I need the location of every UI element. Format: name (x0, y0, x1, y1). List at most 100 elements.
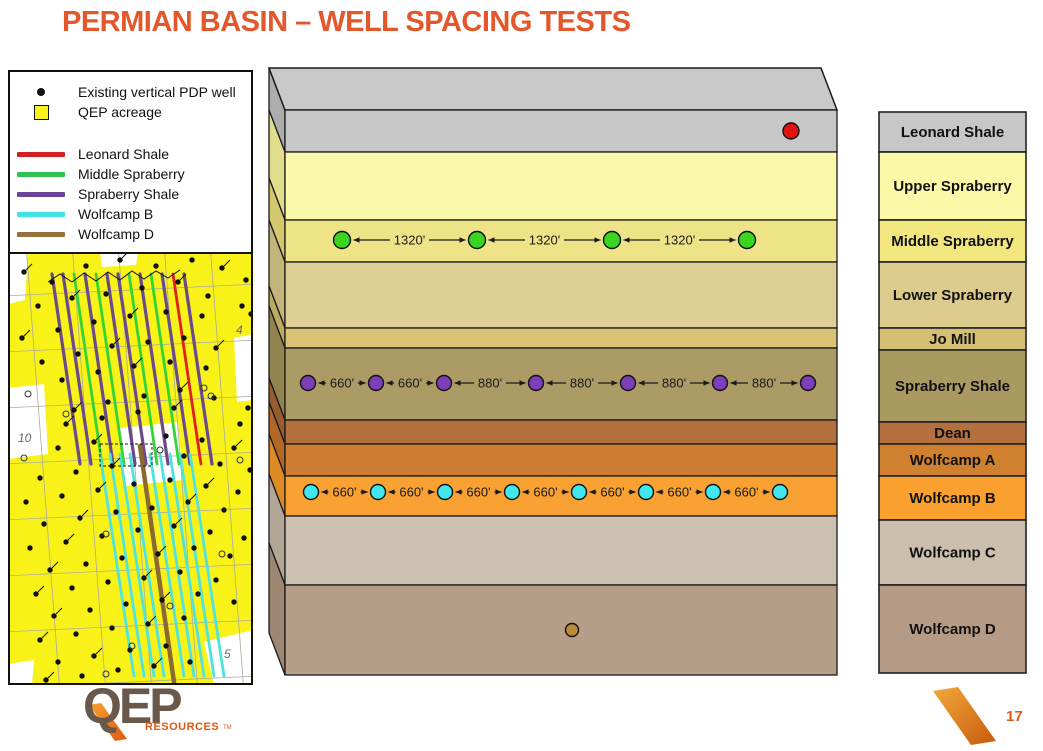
well-dot-wolfcamp-d (564, 622, 580, 638)
column-layer-upper-spraberry (878, 151, 1027, 221)
vertical-pdp-well-dot (167, 477, 173, 483)
well-tick (67, 533, 75, 541)
vertical-pdp-well-dot (155, 551, 161, 557)
spacing-label: 880' (662, 376, 686, 391)
vertical-pdp-well-dot (149, 505, 155, 511)
page-number: 17 (1006, 708, 1023, 725)
spacing-arrowhead (318, 380, 325, 386)
legend-panel: Existing vertical PDP well QEP acreage L… (8, 70, 253, 254)
vertical-pdp-well-dot (187, 659, 193, 665)
spacing-arrowhead (495, 489, 502, 495)
slide-title: PERMIAN BASIN – WELL SPACING TESTS (62, 6, 631, 38)
open-well-symbol (20, 454, 28, 462)
vertical-pdp-well-dot (55, 445, 61, 451)
vertical-pdp-well-dot (151, 663, 157, 669)
vertical-pdp-well-dot (95, 369, 101, 375)
block-layer-wolfcamp-d (284, 584, 838, 676)
column-label-middle-spraberry: Middle Spraberry (891, 233, 1014, 250)
spacing-arrowhead (611, 380, 618, 386)
vertical-pdp-well-dot (239, 303, 245, 309)
open-well-symbol (156, 446, 164, 454)
block-layer-leonard-shale (284, 109, 838, 153)
vertical-pdp-well-dot (59, 493, 65, 499)
well-tick (75, 401, 83, 409)
vertical-pdp-well-dot (69, 585, 75, 591)
column-label-upper-spraberry: Upper Spraberry (893, 178, 1012, 195)
vertical-pdp-well-dot (63, 539, 69, 545)
section-number: 4 (236, 323, 243, 337)
parcel-line (57, 675, 253, 685)
spacing-arrowhead (730, 380, 737, 386)
vertical-pdp-well-dot (141, 393, 147, 399)
vertical-pdp-well-dot (91, 439, 97, 445)
spacing-arrowhead (623, 237, 630, 243)
horizontal-well-lateral-green (127, 272, 159, 466)
legend-label: Existing vertical PDP well (78, 84, 236, 100)
open-well-symbol (200, 384, 208, 392)
parcel-line (8, 339, 253, 353)
vertical-pdp-well-dot (227, 553, 233, 559)
vertical-pdp-well-dot (211, 395, 217, 401)
spraberry-shale-color-bar (17, 191, 65, 197)
vertical-pdp-well-dot (135, 527, 141, 533)
horizontal-well-lateral-purple (182, 272, 214, 466)
horizontal-well-lateral-purple (61, 272, 93, 466)
spacing-arrowhead (522, 489, 529, 495)
spacing-arrowhead (546, 380, 553, 386)
well-dot-spraberry-shale (527, 374, 545, 392)
legend-label: QEP acreage (78, 104, 162, 120)
vertical-pdp-well-dot (221, 507, 227, 513)
spacing-arrowhead (723, 489, 730, 495)
section-number: 10 (18, 431, 32, 445)
non-acreage-parcel (8, 660, 34, 685)
well-dot-middle-spraberry (602, 230, 622, 250)
vertical-pdp-well-dot (167, 359, 173, 365)
vertical-pdp-well-dot (35, 303, 41, 309)
column-label-wolfcamp-d: Wolfcamp D (909, 621, 996, 638)
spacing-arrowhead (388, 489, 395, 495)
well-tick (207, 477, 215, 485)
vertical-pdp-well-dot (217, 461, 223, 467)
vertical-pdp-well-dot (109, 625, 115, 631)
horizontal-well-lateral-cyan (188, 452, 226, 678)
horizontal-well-lateral-green (72, 272, 104, 466)
vertical-pdp-well-dot (119, 555, 125, 561)
spacing-arrowhead (454, 380, 461, 386)
vertical-pdp-well-dot (91, 653, 97, 659)
well-tick (181, 381, 189, 389)
horizontal-well-lateral-purple (105, 272, 137, 466)
vertical-pdp-well-dot (199, 313, 205, 319)
vertical-pdp-well-dot (145, 621, 151, 627)
vertical-pdp-well-dot (181, 335, 187, 341)
column-layer-middle-spraberry (878, 219, 1027, 263)
block-layer-wolfcamp-c (284, 515, 838, 586)
legend-item-wolfcamp-d: Wolfcamp D (10, 224, 251, 244)
horizontal-well-lateral-cyan (158, 452, 196, 678)
vertical-pdp-well-dot (55, 659, 61, 665)
horizontal-well-lateral-green (149, 272, 181, 466)
spacing-arrowhead (359, 380, 366, 386)
legend-label: Spraberry Shale (78, 186, 180, 202)
spacing-arrowhead (656, 489, 663, 495)
well-dot-spraberry-shale (711, 374, 729, 392)
spacing-arrowhead (791, 380, 798, 386)
column-layer-wolfcamp-a (878, 443, 1027, 477)
middle-spraberry-color-bar (17, 171, 65, 177)
spacing-arrowhead (321, 489, 328, 495)
vertical-pdp-well-dot (213, 345, 219, 351)
vertical-pdp-well-dot (185, 499, 191, 505)
well-dot-spraberry-shale (799, 374, 817, 392)
horizontal-well-lateral-purple (83, 272, 115, 466)
spacing-arrowhead (562, 489, 569, 495)
spacing-label: 660' (332, 485, 356, 500)
vertical-pdp-well-dot (91, 319, 97, 325)
vertical-pdp-well-dot (23, 499, 29, 505)
vertical-pdp-well-dot (127, 313, 133, 319)
well-tick (135, 357, 143, 365)
open-well-symbol (102, 670, 110, 678)
spacing-label: 660' (398, 376, 422, 391)
spacing-label: 660' (600, 485, 624, 500)
legend-item-middle-spraberry: Middle Spraberry (10, 164, 251, 184)
spacing-label: 880' (752, 376, 776, 391)
